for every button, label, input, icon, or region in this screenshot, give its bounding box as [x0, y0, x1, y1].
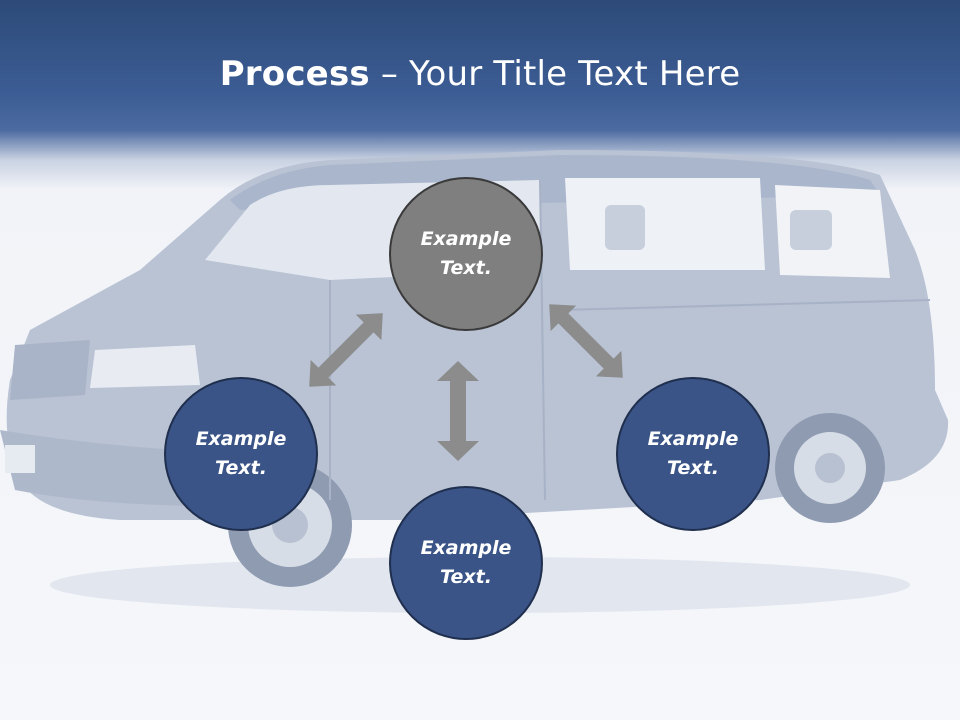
node-label-line1: Example [420, 537, 512, 559]
process-node-bottom: Example Text. [389, 486, 543, 640]
process-node-right: Example Text. [616, 377, 770, 531]
slide-title: Process – Your Title Text Here [0, 52, 960, 96]
node-label-line1: Example [647, 428, 739, 450]
double-arrow-vertical [437, 361, 479, 461]
title-bold: Process [219, 54, 370, 94]
process-node-left: Example Text. [164, 377, 318, 531]
node-label-line2: Text. [440, 257, 492, 279]
process-node-top: Example Text. [389, 177, 543, 331]
double-arrow-top-right [549, 304, 623, 378]
title-rest: – Your Title Text Here [369, 54, 741, 94]
double-arrow-top-left [309, 313, 383, 387]
node-label-line1: Example [195, 428, 287, 450]
node-label-line1: Example [420, 228, 512, 250]
node-label-line2: Text. [215, 457, 267, 479]
node-label-line2: Text. [667, 457, 719, 479]
node-label-line2: Text. [440, 566, 492, 588]
